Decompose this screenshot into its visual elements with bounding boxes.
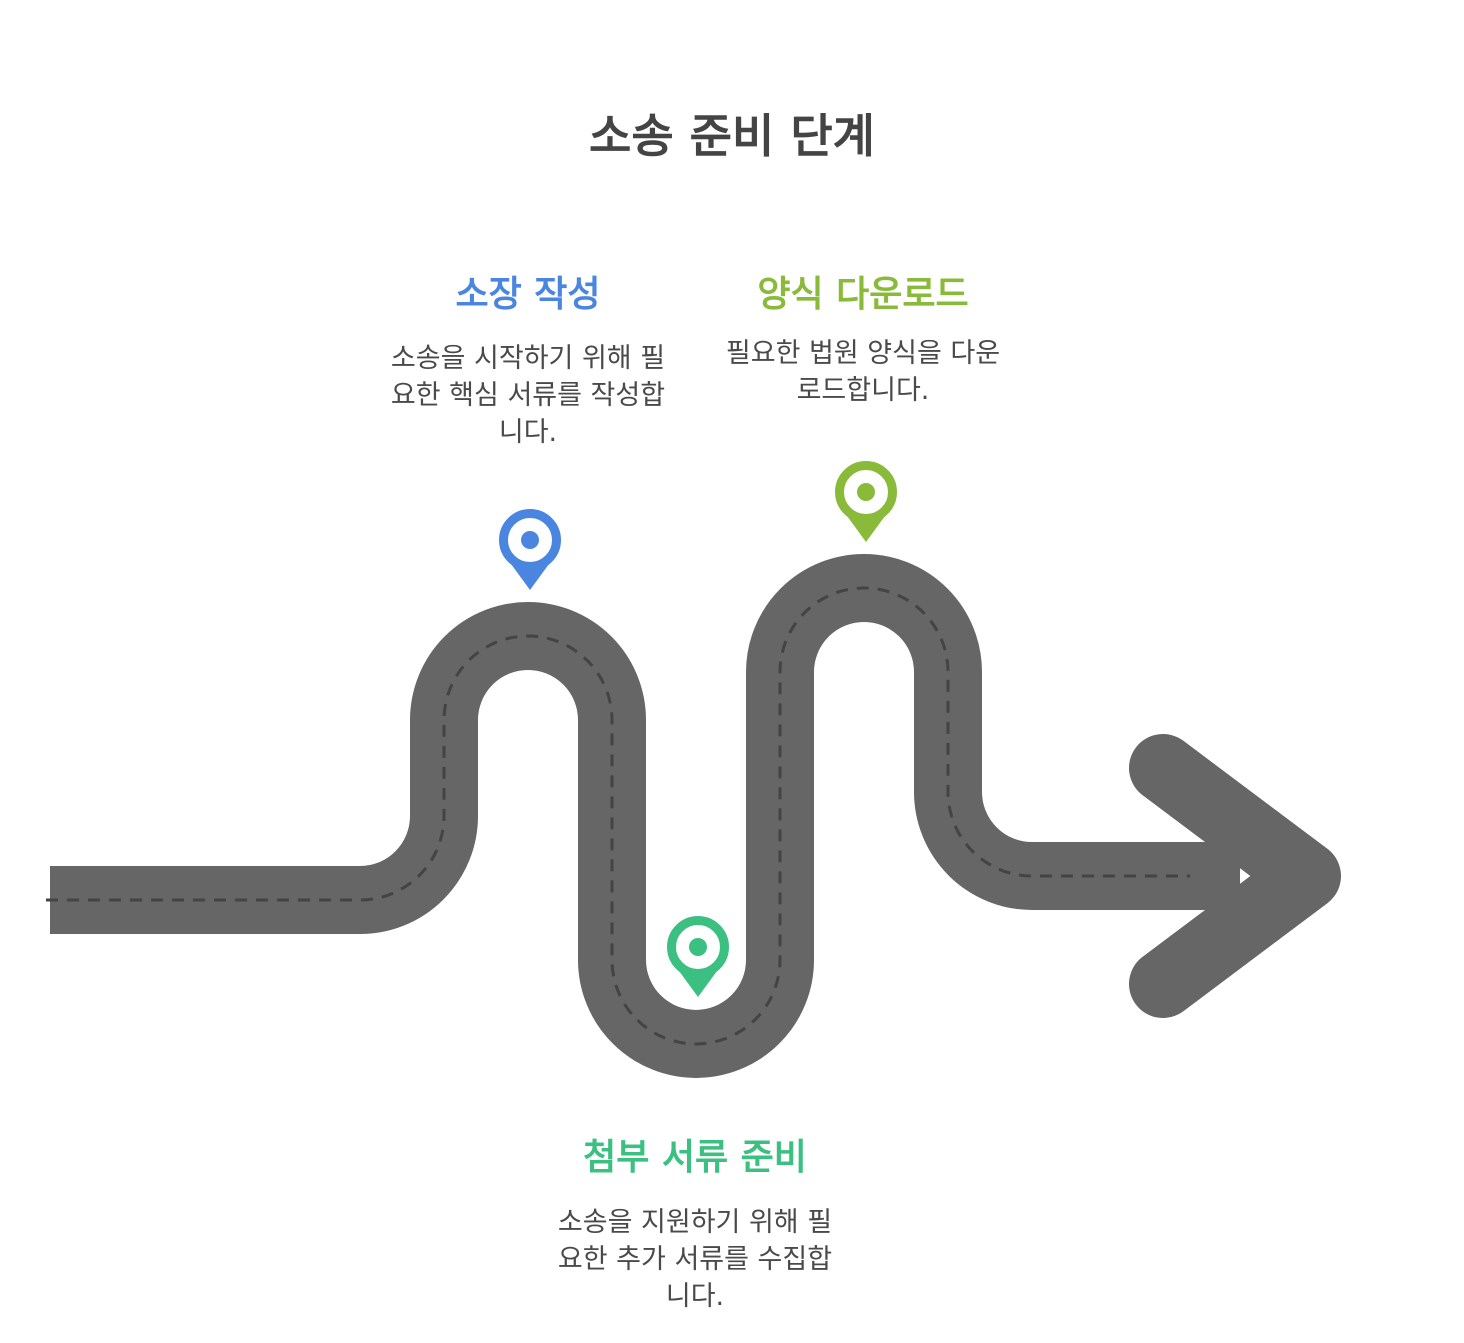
step-title: 소장 작성 — [455, 274, 601, 315]
step-description: 소송을 지원하기 위해 필요한 추가 서류를 수집합니다. — [557, 1207, 833, 1312]
arrow-head — [1129, 734, 1341, 1018]
lane-marking — [46, 586, 1190, 1046]
step-description: 필요한 법원 양식을 다운로드합니다. — [725, 338, 1001, 406]
location-pin-icon — [667, 916, 729, 997]
diagram-title: 소송 준비 단계 — [589, 109, 875, 163]
location-pin-icon — [499, 509, 561, 590]
step-description: 소송을 시작하기 위해 필요한 핵심 서류를 작성합니다. — [390, 343, 666, 448]
road-surface — [50, 554, 1240, 1078]
location-pin-icon — [835, 461, 897, 542]
step-title: 양식 다운로드 — [757, 274, 969, 315]
step-title: 첨부 서류 준비 — [583, 1137, 807, 1178]
